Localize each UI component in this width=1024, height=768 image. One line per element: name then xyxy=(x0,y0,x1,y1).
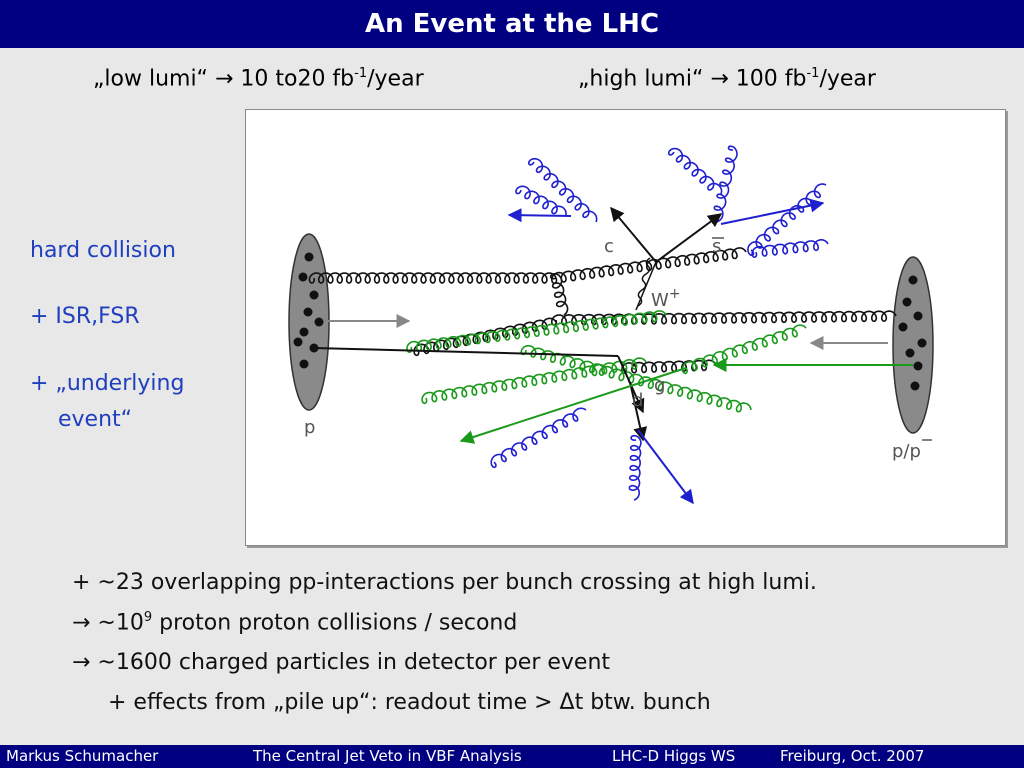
blue-gluon-6 xyxy=(490,407,587,469)
footer-workshop: LHC-D Higgs WS xyxy=(612,747,736,765)
green-arrow-down-left xyxy=(459,367,687,444)
black-gluon-0 xyxy=(308,272,557,284)
footer-talk: The Central Jet Veto in VBF Analysis xyxy=(253,747,522,765)
proton-right-partons xyxy=(898,275,927,391)
label-c: c xyxy=(604,236,614,257)
blue-gluon-7 xyxy=(628,434,642,501)
bullet-collision-rate: → ~109 proton proton collisions / second xyxy=(72,610,517,635)
low-lumi-prefix: „low lumi“ → 10 to20 fb xyxy=(93,66,355,92)
blue-gluon-3 xyxy=(713,145,738,223)
footer-bar: Markus Schumacher The Central Jet Veto i… xyxy=(0,745,1024,768)
blue-gluon-4 xyxy=(747,183,827,257)
blue-arrow-upright xyxy=(720,198,825,225)
label-g: g xyxy=(654,375,665,396)
label-w-sup: + xyxy=(669,286,681,302)
black-gluon-5 xyxy=(549,272,569,316)
green-gluon-lines xyxy=(406,310,807,413)
side-label-hard-collision: hard collision xyxy=(30,238,176,263)
label-d: d xyxy=(632,390,643,411)
bullet-rate-prefix: → ~10 xyxy=(72,610,144,636)
blue-gluon-0 xyxy=(527,157,598,223)
proton-left-partons xyxy=(293,252,324,369)
high-lumi-prefix: „high lumi“ → 100 fb xyxy=(578,66,807,92)
event-diagram: p p/p c s W+ d g xyxy=(245,109,1006,546)
event-diagram-svg: p p/p c s W+ d g xyxy=(288,145,934,505)
high-lumi-suffix: /year xyxy=(819,66,876,92)
sbar-quark-arrow xyxy=(655,213,723,263)
blue-arrow-down xyxy=(637,429,694,505)
low-lumi-text: „low lumi“ → 10 to20 fb-1/year xyxy=(93,66,424,91)
blue-gluon-5 xyxy=(751,239,829,259)
c-quark-arrow xyxy=(610,206,657,263)
high-lumi-text: „high lumi“ → 100 fb-1/year xyxy=(578,66,876,91)
footer-author: Markus Schumacher xyxy=(6,747,159,765)
label-w: W+ xyxy=(651,286,681,311)
w-boson-propagator xyxy=(637,257,651,307)
blue-gluon-lines xyxy=(490,145,829,501)
green-gluon-1 xyxy=(421,357,647,405)
d-quark-line-2 xyxy=(629,381,648,442)
high-lumi-sup: -1 xyxy=(806,66,820,81)
bullet-rate-suffix: proton proton collisions / second xyxy=(152,610,518,636)
label-sbar: s xyxy=(712,236,721,257)
side-label-event: event“ xyxy=(58,407,133,432)
blue-arrow-left xyxy=(507,208,572,223)
black-gluon-lines xyxy=(308,247,897,374)
green-gluon-3 xyxy=(681,324,807,375)
bullet-charged-particles: → ~1600 charged particles in detector pe… xyxy=(72,650,611,675)
green-gluon-0 xyxy=(406,310,667,354)
black-gluon-1 xyxy=(551,247,747,284)
slide-title-bar: An Event at the LHC xyxy=(0,0,1024,48)
label-w-main: W xyxy=(651,290,669,311)
side-label-underlying: + „underlying xyxy=(30,371,185,396)
slide-title: An Event at the LHC xyxy=(364,9,660,39)
side-label-isr-fsr: + ISR,FSR xyxy=(30,304,140,329)
bullet-rate-sup: 9 xyxy=(143,610,153,625)
black-gluon-2 xyxy=(551,310,897,326)
low-lumi-sup: -1 xyxy=(354,66,368,81)
footer-place-date: Freiburg, Oct. 2007 xyxy=(780,747,925,765)
incoming-quark-line xyxy=(313,347,619,357)
blue-gluon-2 xyxy=(667,147,723,195)
blue-gluon-1 xyxy=(515,185,567,216)
proton-left-label: p xyxy=(304,417,315,438)
low-lumi-suffix: /year xyxy=(367,66,424,92)
bullet-pileup-effects: + effects from „pile up“: readout time >… xyxy=(108,690,711,715)
bullet-pileup-count: + ~23 overlapping pp-interactions per bu… xyxy=(72,570,817,595)
proton-right-label: p/p xyxy=(892,441,921,462)
